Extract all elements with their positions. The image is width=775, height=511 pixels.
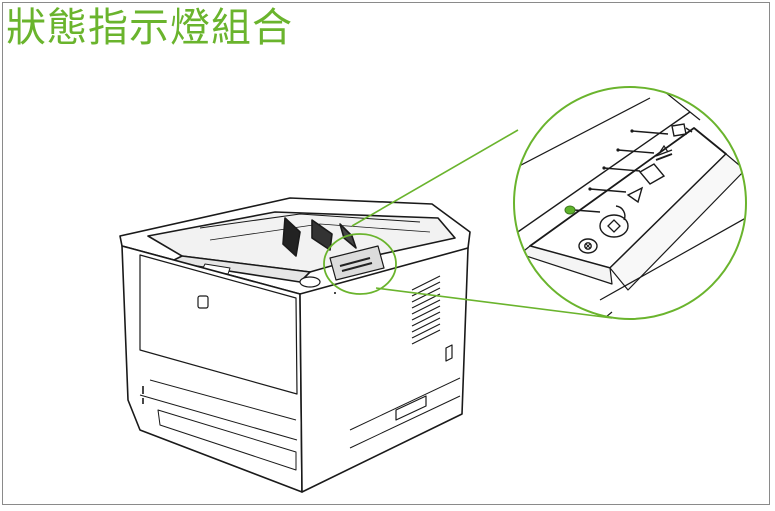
vent-slats xyxy=(411,275,441,345)
page-title: 狀態指示燈組合 xyxy=(6,5,293,51)
control-panel-zoom-callout xyxy=(513,86,747,320)
jam-icon xyxy=(638,163,666,185)
printer-front-face xyxy=(121,245,303,493)
toner-icon xyxy=(671,123,693,137)
callout-connectors xyxy=(351,129,613,319)
lock-icon xyxy=(445,344,453,362)
attention-icon xyxy=(626,186,644,204)
printer-side-face xyxy=(299,247,469,493)
ready-led xyxy=(564,205,576,215)
paper-icon xyxy=(655,144,673,161)
cancel-button-icon xyxy=(578,238,598,254)
control-panel-highlight xyxy=(323,233,397,295)
printer-body xyxy=(119,197,471,493)
go-button-icon xyxy=(599,214,629,238)
